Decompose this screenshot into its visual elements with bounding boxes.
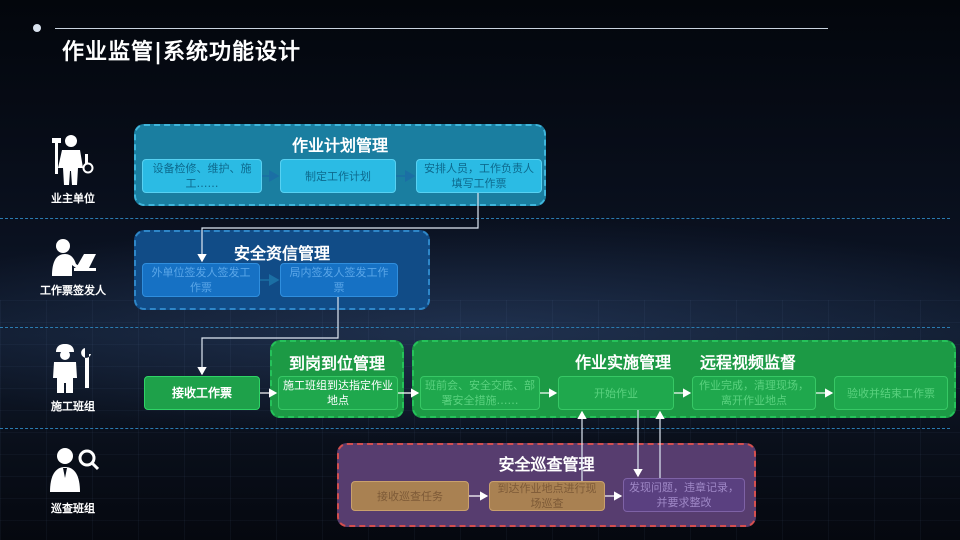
title-rule — [55, 28, 828, 29]
implementation-management-title: 作业实施管理 — [575, 353, 672, 372]
lane-divider — [0, 218, 950, 219]
plan-management-title: 作业计划管理 — [291, 136, 388, 155]
person-at-laptop-icon — [52, 239, 96, 276]
patrol-step-site-inspection[interactable]: 到达作业地点进行现场巡查 — [489, 481, 605, 511]
implementation-step-accept-close[interactable]: 验收并结束工作票 — [834, 376, 948, 410]
worker-with-tools-icon — [52, 135, 94, 185]
role-label: 巡查班组 — [51, 502, 95, 515]
role-patrol-team: 巡查班组 — [13, 446, 133, 516]
worker-with-wrench-icon — [53, 344, 91, 393]
plan-step-assign-staff[interactable]: 安排人员，工作负责人填写工作票 — [416, 159, 542, 193]
role-ticket-issuer: 工作票签发人 — [13, 238, 133, 298]
role-label: 施工班组 — [51, 400, 95, 413]
role-label: 工作票签发人 — [40, 284, 106, 297]
page-title: 作业监管|系统功能设计 — [62, 40, 302, 65]
arrival-management-title: 到岗到位管理 — [288, 354, 385, 373]
lane-divider — [0, 327, 950, 328]
implementation-step-start-work[interactable]: 开始作业 — [558, 376, 674, 410]
role-owner: 业主单位 — [13, 134, 133, 206]
role-label: 业主单位 — [51, 192, 95, 205]
safety-patrol-title: 安全巡查管理 — [498, 455, 595, 474]
inspector-magnifier-icon — [50, 448, 99, 492]
role-construction-team: 施工班组 — [13, 342, 133, 414]
plan-step-make-plan[interactable]: 制定工作计划 — [280, 159, 396, 193]
safety-qualification-title: 安全资信管理 — [233, 244, 330, 263]
lane-divider — [0, 428, 950, 429]
qualification-step-external-issuer[interactable]: 外单位签发人签发工作票 — [142, 263, 260, 297]
title-bullet — [33, 24, 41, 32]
receive-work-ticket-box[interactable]: 接收工作票 — [144, 376, 260, 410]
remote-video-supervision-title: 远程视频监督 — [700, 353, 797, 372]
patrol-step-receive-task[interactable]: 接收巡查任务 — [351, 481, 469, 511]
plan-step-maintenance[interactable]: 设备检修、维护、施工…… — [142, 159, 262, 193]
patrol-step-record-violation[interactable]: 发现问题，违章记录，并要求整改 — [623, 478, 745, 512]
qualification-step-internal-issuer[interactable]: 局内签发人签发工作票 — [280, 263, 398, 297]
implementation-step-pre-meeting[interactable]: 班前会、安全交底、部署安全措施…… — [420, 376, 540, 410]
implementation-step-complete-clear[interactable]: 作业完成，清理现场，离开作业地点 — [692, 376, 816, 410]
arrival-step-reach-site[interactable]: 施工班组到达指定作业地点 — [278, 376, 398, 410]
